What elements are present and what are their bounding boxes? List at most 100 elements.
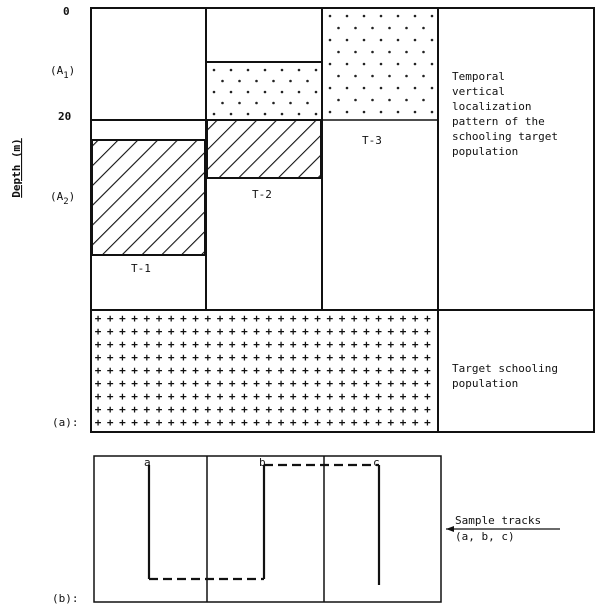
plus-mark: + [400,325,407,338]
stipple-dot [229,90,233,94]
plus-mark: + [363,325,370,338]
plus-mark: + [192,403,199,416]
plus-mark: + [363,312,370,325]
plus-mark: + [265,351,272,364]
stipple-dot [263,112,267,116]
plus-mark: + [143,338,150,351]
plus-mark: + [192,312,199,325]
stipple-dot [362,14,366,18]
stipple-dot [354,74,357,78]
plus-mark: + [131,377,138,390]
plus-mark: + [363,377,370,390]
stipple-dot [212,68,216,72]
plus-mark: + [290,312,297,325]
plus-mark: + [241,338,248,351]
plus-mark: + [168,351,175,364]
stipple-dot [422,74,425,78]
plus-mark: + [156,338,163,351]
stipple-dot [430,86,434,90]
stipple-dot [345,110,349,114]
plus-mark: + [314,403,321,416]
stipple-dot [396,62,400,66]
plus-mark: + [424,351,431,364]
panel-b: a b c (b): Sample tracks (a, b, c) [52,455,560,605]
plus-mark: + [412,416,419,429]
plus-mark: + [412,364,419,377]
plus-mark: + [302,351,309,364]
plus-mark: + [217,312,224,325]
plus-mark: + [412,325,419,338]
plus-mark: + [95,377,102,390]
stipple-dot [413,86,417,90]
plus-mark: + [95,325,102,338]
plus-mark: + [387,390,394,403]
plus-mark: + [387,403,394,416]
plus-mark: + [302,364,309,377]
plus-mark: + [424,416,431,429]
plus-mark: + [143,351,150,364]
plus-mark: + [424,390,431,403]
plus-mark: + [387,312,394,325]
plus-mark: + [387,364,394,377]
plus-mark: + [204,338,211,351]
plus-mark: + [192,390,199,403]
plus-mark: + [192,325,199,338]
depth-tick-a1: (A1) [50,64,75,81]
stipple-dot [362,86,366,90]
plus-mark: + [168,416,175,429]
stipple-dot [430,14,434,18]
stipple-dot [422,26,425,30]
plus-mark: + [107,364,114,377]
plus-mark: + [363,416,370,429]
plus-mark: + [229,325,236,338]
stipple-dot [272,101,275,105]
plus-mark: + [400,364,407,377]
plus-mark: + [290,390,297,403]
plus-mark: + [314,364,321,377]
stipple-dot [297,68,301,72]
plus-mark: + [204,377,211,390]
plus-mark: + [400,390,407,403]
stipple-dot [413,62,417,66]
plus-mark: + [131,364,138,377]
stipple-dot [297,112,301,116]
depth-tick-20: 20 [58,110,71,123]
plus-mark: + [278,325,285,338]
plus-mark: + [241,390,248,403]
plus-mark: + [278,403,285,416]
plus-mark: + [204,325,211,338]
plus-mark: + [314,325,321,338]
plus-mark: + [314,312,321,325]
plus-mark: + [375,403,382,416]
stipple-dot [354,26,357,30]
plus-mark: + [375,364,382,377]
plus-mark: + [302,416,309,429]
plus-mark: + [241,351,248,364]
stipple-dot [229,112,233,116]
plus-mark: + [278,312,285,325]
plus-mark: + [400,403,407,416]
plus-mark: + [302,312,309,325]
plus-mark: + [412,377,419,390]
plus-mark: + [412,338,419,351]
plus-mark: + [387,325,394,338]
plus-mark: + [168,312,175,325]
stipple-dot [430,110,434,114]
caption-line: schooling target [452,130,558,143]
stipple-dot [337,74,340,78]
plus-mark: + [107,377,114,390]
period-label-t3: T-3 [362,134,382,147]
plus-mark: + [229,338,236,351]
stipple-dot [396,38,400,42]
stipple-dot [405,50,408,54]
plus-mark: + [375,325,382,338]
stipple-dot [221,79,224,83]
stipple-dot [396,14,400,18]
plus-mark: + [363,390,370,403]
stipple-dot [388,74,391,78]
plus-mark: + [290,338,297,351]
caption-line: population [452,145,518,158]
plus-mark: + [424,403,431,416]
caption-line: localization [452,100,531,113]
